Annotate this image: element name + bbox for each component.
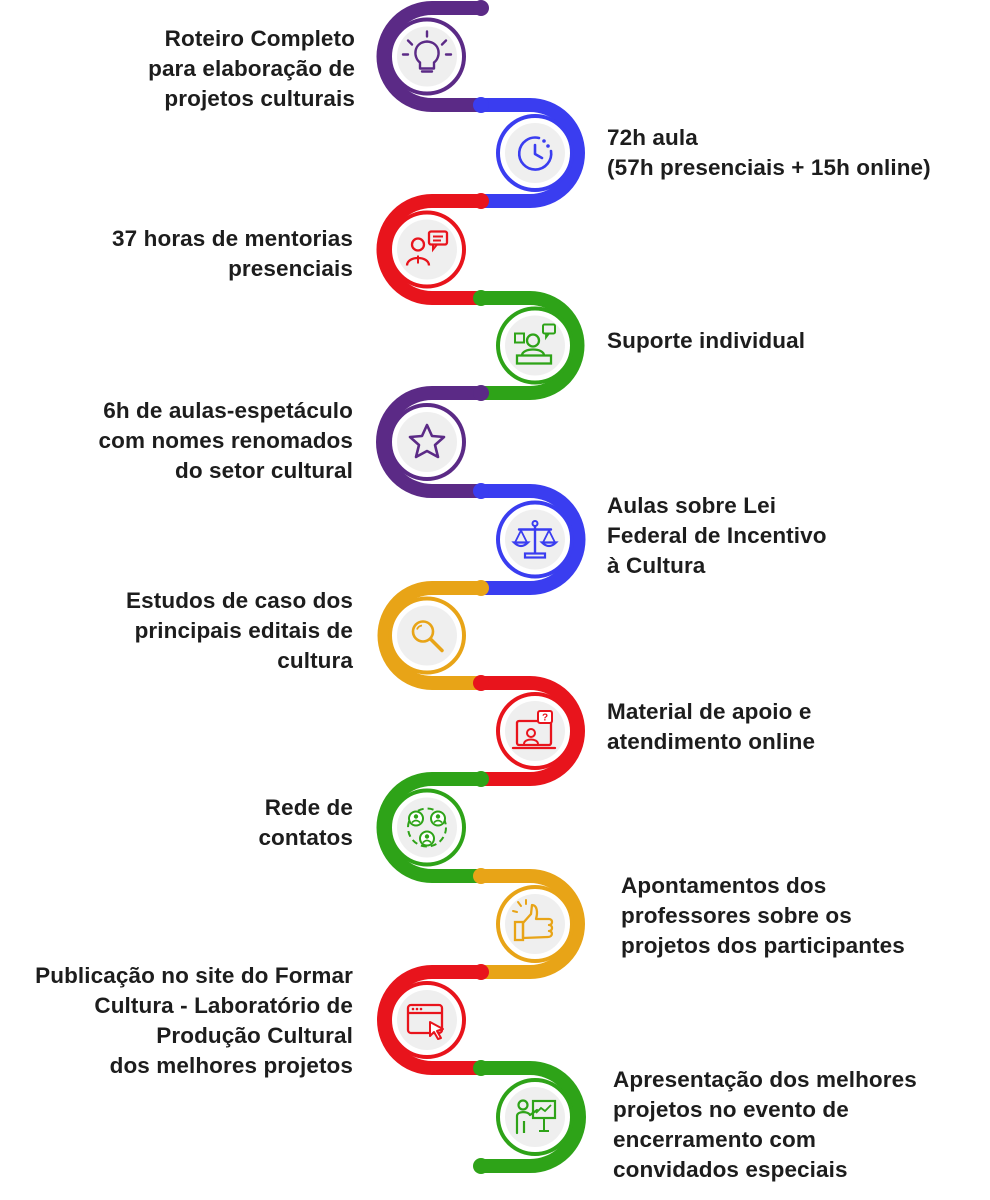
step-12-badge bbox=[496, 1078, 574, 1156]
step-9-badge bbox=[388, 788, 466, 867]
step-8-label: Material de apoio e atendimento online bbox=[607, 699, 816, 754]
step-5-arc bbox=[376, 386, 488, 498]
step-12-label: Apresentação dos melhores projetos no ev… bbox=[613, 1067, 917, 1182]
step-7-label: Estudos de caso dos principais editais d… bbox=[126, 588, 353, 673]
step-4-label: Suporte individual bbox=[607, 328, 806, 353]
step-3-label: 37 horas de mentorias presenciais bbox=[112, 226, 353, 281]
step-10-badge bbox=[496, 885, 574, 963]
presentation-icon bbox=[515, 1099, 557, 1135]
joint-dot bbox=[473, 964, 489, 980]
step-8-badge: ? bbox=[496, 692, 574, 770]
step-2-label: 72h aula (57h presenciais + 15h online) bbox=[607, 125, 931, 180]
joint-dot bbox=[473, 868, 489, 884]
step-11-badge bbox=[388, 981, 466, 1059]
scales-icon bbox=[511, 520, 559, 559]
step-3-arc bbox=[376, 194, 488, 305]
clock-icon bbox=[517, 136, 553, 171]
joint-dot bbox=[473, 1060, 489, 1076]
step-7-arc bbox=[377, 581, 488, 690]
joint-dot bbox=[473, 290, 489, 306]
online-support-icon: ? bbox=[511, 710, 557, 750]
step-10-label: Apontamentos dos professores sobre os pr… bbox=[621, 873, 905, 958]
step-3-badge bbox=[388, 210, 466, 289]
joint-dot bbox=[473, 675, 489, 691]
step-7-badge bbox=[388, 596, 466, 675]
step-8-arc bbox=[474, 676, 585, 786]
network-icon bbox=[407, 807, 447, 848]
step-6-arc bbox=[474, 484, 586, 595]
step-11-label: Publicação no site do Formar Cultura - L… bbox=[35, 963, 353, 1078]
step-11-arc bbox=[377, 965, 488, 1075]
step-6-badge bbox=[496, 500, 574, 579]
step-5-label: 6h de aulas-espetáculo com nomes renomad… bbox=[98, 398, 353, 483]
joint-dot bbox=[473, 483, 489, 499]
lightbulb-icon bbox=[401, 30, 453, 73]
step-2-arc bbox=[474, 98, 585, 208]
joint-dot bbox=[473, 1158, 489, 1174]
step-10-arc bbox=[474, 869, 585, 979]
joint-dot bbox=[473, 97, 489, 113]
mentor-chat-icon bbox=[405, 230, 449, 266]
step-12-arc bbox=[474, 1061, 586, 1173]
step-1-arc bbox=[376, 0, 488, 112]
step-9-arc bbox=[376, 772, 488, 883]
joint-dot bbox=[473, 385, 489, 401]
joint-dot bbox=[473, 580, 489, 596]
support-desk-icon bbox=[514, 323, 556, 365]
step-1-label: Roteiro Completo para elaboração de proj… bbox=[148, 26, 355, 111]
step-4-arc bbox=[474, 291, 585, 400]
step-4-badge bbox=[496, 306, 574, 385]
thumbs-up-icon bbox=[512, 899, 554, 942]
step-1-badge bbox=[388, 17, 466, 96]
magnifier-icon bbox=[411, 620, 444, 653]
joint-dot bbox=[473, 193, 489, 209]
step-6-label: Aulas sobre Lei Federal de Incentivo à C… bbox=[607, 493, 827, 578]
step-9-label: Rede de contatos bbox=[258, 795, 353, 850]
star-icon bbox=[408, 423, 446, 459]
joint-dot bbox=[473, 771, 489, 787]
joint-dot bbox=[473, 0, 489, 16]
browser-click-icon bbox=[406, 1003, 444, 1040]
step-5-badge bbox=[388, 403, 466, 481]
step-2-badge bbox=[496, 114, 574, 192]
svg-text:?: ? bbox=[542, 713, 548, 724]
